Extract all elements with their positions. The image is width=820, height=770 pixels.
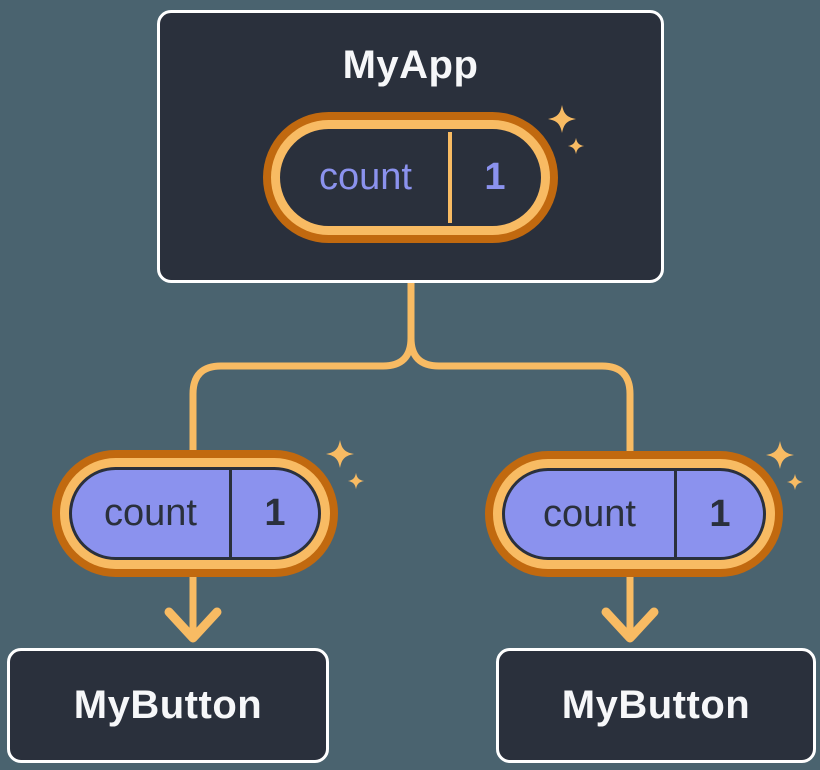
pill-ring: count 1 [271, 120, 550, 235]
pill-ring: count 1 [60, 458, 330, 569]
pill-divider [448, 132, 452, 223]
component-title: MyApp [342, 43, 479, 87]
state-pill-root: count 1 [263, 112, 558, 243]
pill-ring: count 1 [493, 459, 775, 569]
arrow-down-icon [601, 607, 659, 643]
state-name-label: count [319, 156, 412, 198]
component-node-mybutton-right: MyButton [496, 648, 816, 763]
state-value: 1 [264, 492, 286, 534]
state-name-label: count [543, 492, 636, 535]
state-pill-right: count 1 [485, 451, 783, 577]
connector-line-right [407, 280, 634, 637]
arrow-down-icon [164, 607, 222, 643]
component-title: MyButton [561, 683, 751, 727]
component-title: MyButton [73, 683, 263, 727]
component-node-mybutton-left: MyButton [7, 648, 329, 763]
pill-divider [229, 470, 232, 557]
state-name-label: count [104, 492, 197, 534]
state-value: 1 [484, 156, 506, 198]
pill-divider [674, 471, 677, 557]
state-value: 1 [709, 492, 731, 535]
pill-core: count 1 [502, 468, 766, 560]
pill-core: count 1 [280, 129, 541, 226]
state-pill-left: count 1 [52, 450, 338, 577]
pill-core: count 1 [69, 467, 321, 560]
